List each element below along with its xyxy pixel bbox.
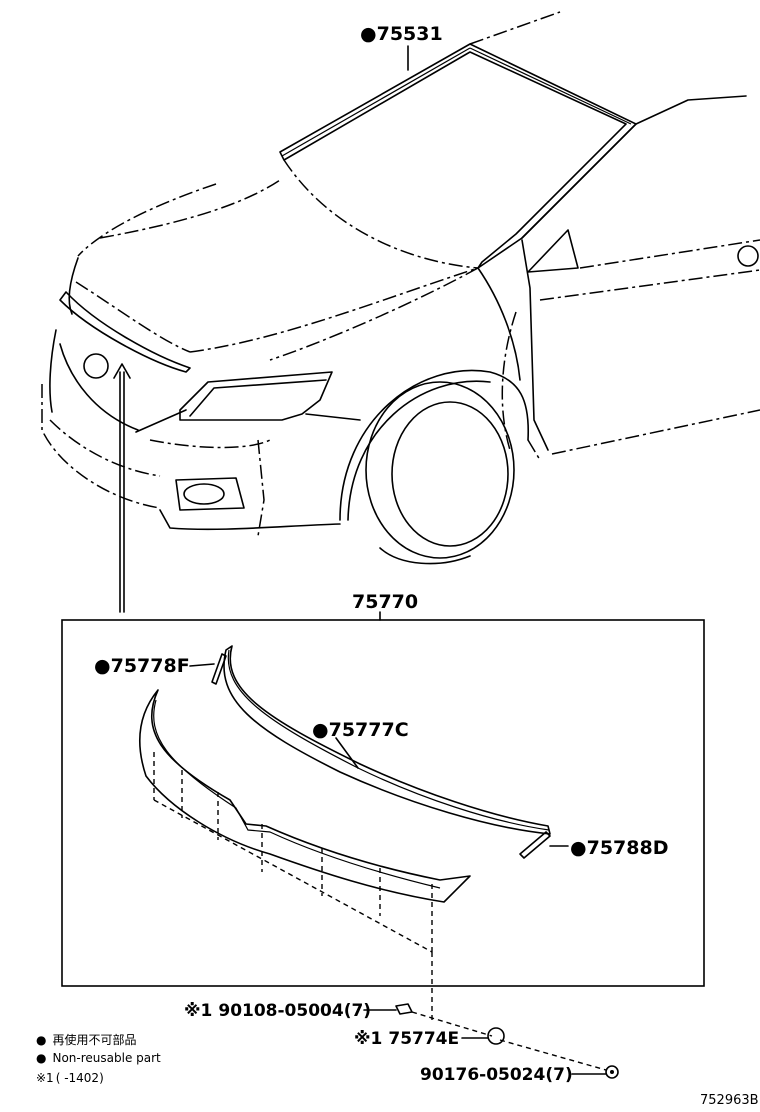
legend-line-japanese: ●再使用不可部品 <box>36 1032 137 1047</box>
nut-part <box>605 1065 619 1079</box>
label-75778F: ●75778F <box>94 655 190 677</box>
clip-part <box>487 1027 505 1045</box>
label-90176-05024: 90176-05024(7) <box>420 1065 573 1085</box>
legend-line-note: ※1( -1402) <box>36 1071 104 1085</box>
label-75770: 75770 <box>352 591 418 613</box>
end-piece-left-part <box>211 653 227 685</box>
molding-assembly-group <box>61 611 705 987</box>
car-illustration <box>41 11 760 613</box>
windshield-molding <box>279 43 637 269</box>
label-75788D: ●75788D <box>570 837 668 859</box>
label-75777C: ●75777C <box>312 719 409 741</box>
screw-part <box>395 1003 413 1015</box>
figure-reference: 752963B <box>700 1093 759 1108</box>
label-75531: ●75531 <box>360 23 443 45</box>
hood-molding-part <box>139 689 471 903</box>
legend: ●再使用不可部品 ●Non-reusable part ※1( -1402) <box>36 1032 161 1085</box>
legend-line-english: ●Non-reusable part <box>36 1051 161 1065</box>
fasteners <box>363 952 619 1079</box>
upper-molding-part <box>223 645 551 835</box>
assembly-box <box>61 619 705 987</box>
end-piece-right-part <box>519 831 551 859</box>
